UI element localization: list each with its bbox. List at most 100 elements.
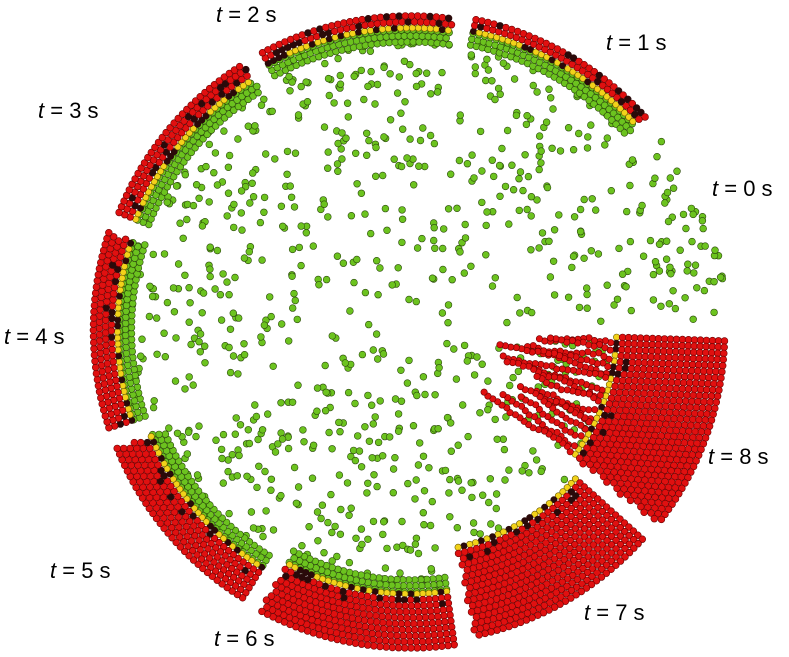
particle	[373, 624, 382, 632]
particle	[328, 332, 336, 340]
particle	[387, 631, 395, 639]
particle	[584, 78, 592, 86]
particle	[364, 391, 372, 400]
particle	[91, 295, 99, 303]
particle	[244, 78, 252, 86]
particle	[379, 452, 387, 460]
particle	[476, 409, 484, 417]
particle	[365, 320, 373, 329]
particle	[181, 134, 189, 142]
particle	[435, 364, 443, 372]
particle	[394, 643, 403, 652]
particle	[368, 629, 376, 638]
particle	[365, 437, 374, 445]
particle	[568, 337, 576, 345]
particle	[529, 81, 537, 90]
particle	[388, 643, 397, 652]
particle	[447, 447, 455, 455]
particle	[610, 301, 618, 309]
particle	[698, 217, 707, 225]
particle	[496, 90, 504, 99]
particle	[425, 589, 433, 597]
particle	[309, 441, 318, 449]
particle	[401, 644, 409, 652]
particle	[338, 624, 346, 632]
particle	[170, 308, 179, 316]
particle	[649, 378, 657, 386]
particle	[338, 630, 347, 639]
particle	[243, 72, 251, 80]
particle	[671, 354, 679, 362]
particle	[508, 161, 516, 169]
particle	[467, 262, 475, 270]
particle	[612, 101, 620, 109]
particle	[589, 82, 597, 90]
particle	[537, 159, 545, 167]
particle	[185, 373, 193, 381]
particle	[492, 504, 500, 513]
particle	[482, 251, 490, 259]
particle	[339, 637, 347, 645]
particle	[127, 239, 135, 247]
particle	[267, 486, 275, 494]
particle	[444, 641, 452, 650]
particle	[367, 67, 375, 76]
sector-t2	[258, 12, 456, 304]
particle	[570, 213, 579, 221]
particle	[413, 391, 421, 400]
particle	[264, 410, 272, 418]
particle	[343, 619, 351, 627]
particle	[426, 601, 434, 609]
particle	[141, 241, 149, 249]
particle	[517, 393, 525, 401]
particle	[487, 520, 495, 528]
particle	[591, 206, 600, 214]
particle	[272, 581, 280, 589]
particle	[616, 105, 624, 113]
particle	[407, 12, 416, 20]
particle	[195, 338, 203, 346]
particle	[688, 237, 696, 246]
particle	[386, 625, 394, 633]
particle	[419, 509, 427, 517]
particle	[713, 392, 722, 400]
particle	[205, 84, 214, 93]
particle	[564, 65, 572, 73]
particle	[657, 137, 666, 146]
particle	[414, 608, 423, 616]
particle	[288, 272, 296, 280]
particle	[158, 133, 167, 142]
particle	[509, 373, 517, 382]
particle	[564, 123, 573, 132]
particle	[137, 352, 145, 360]
particle	[230, 200, 238, 209]
particle	[577, 432, 585, 440]
particle	[376, 264, 384, 272]
particle	[383, 544, 391, 553]
particle	[230, 66, 239, 74]
particle	[391, 454, 399, 462]
particle	[206, 272, 214, 281]
particle	[568, 263, 576, 272]
particle	[234, 135, 242, 143]
particle	[519, 186, 527, 195]
particle	[478, 167, 486, 175]
particle	[584, 133, 592, 141]
particle	[294, 483, 303, 491]
particle	[388, 281, 396, 289]
particle	[405, 356, 413, 365]
particle	[516, 168, 525, 176]
particle	[443, 593, 452, 601]
particle	[698, 379, 706, 388]
particle	[501, 476, 509, 484]
particle	[249, 193, 258, 201]
particle	[303, 97, 312, 106]
particle	[442, 34, 450, 42]
particle	[261, 467, 269, 476]
particle	[220, 127, 228, 135]
particle	[690, 385, 699, 393]
particle	[445, 40, 453, 49]
particle	[213, 181, 222, 189]
particle	[718, 368, 726, 376]
particle	[160, 250, 169, 258]
